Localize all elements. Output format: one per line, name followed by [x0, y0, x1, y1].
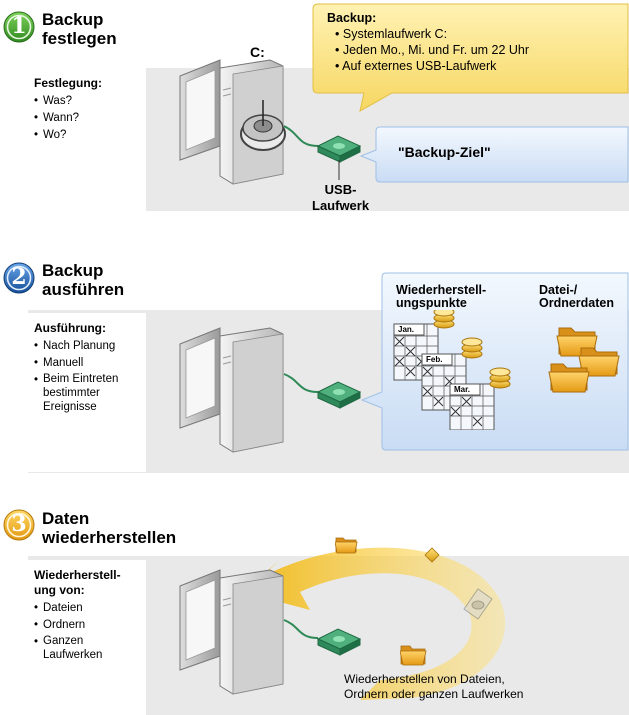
list-item: •Nach Planung	[34, 340, 116, 352]
step1-panel: Festlegung: •Was? •Wann? •Wo?	[28, 68, 146, 211]
list-item: •Wo?	[34, 129, 67, 141]
usb-label-pointer	[338, 160, 340, 180]
step2-panel-title: Ausführung:	[34, 321, 106, 335]
step1-number-badge: 1	[3, 11, 35, 43]
computer-icon	[179, 569, 284, 695]
drive-c-label: C:	[250, 44, 265, 60]
usb-cable	[283, 373, 319, 393]
step1-panel-title: Festlegung:	[34, 76, 102, 90]
list-item: • Systemlaufwerk C:	[335, 27, 448, 41]
list-item: •Dateien	[34, 602, 83, 614]
usb-cable	[283, 125, 319, 147]
usb-drive-label: USB- Laufwerk	[312, 182, 370, 213]
usb-drive-icon	[316, 135, 362, 163]
list-item: • Jeden Mo., Mi. und Fr. um 22 Uhr	[335, 43, 530, 57]
month-label-jan: Jan.	[398, 325, 415, 334]
list-item: •Was?	[34, 95, 72, 107]
month-label-mar: Mar.	[454, 385, 471, 394]
list-item: •Ganzen Laufwerken	[34, 635, 103, 661]
step3-panel-list: •Dateien •Ordnern •Ganzen Laufwerken	[28, 600, 146, 662]
file-data-label: Datei-/ Ordnerdaten	[539, 283, 615, 310]
usb-drive-icon	[316, 381, 362, 409]
restore-caption: Wiederherstellen von Dateien, Ordnern od…	[344, 672, 524, 701]
list-item: •Wann?	[34, 112, 80, 124]
step3-panel-title: Wiederherstell- ung von:	[34, 568, 121, 597]
restore-point-calendars	[393, 310, 511, 430]
floating-folder-icon	[335, 537, 358, 554]
list-item: •Beim Eintreten bestimmter Ereignisse	[34, 373, 119, 413]
step1-title: Backup festlegen	[42, 10, 117, 48]
step2-panel: Ausführung: •Nach Planung •Manuell •Beim…	[28, 313, 146, 472]
floating-folder-icon	[400, 645, 427, 666]
step2-panel-list: •Nach Planung •Manuell •Beim Eintreten b…	[28, 338, 146, 414]
folder-icons	[548, 327, 620, 393]
backup-callout-text: Backup: • Systemlaufwerk C: • Jeden Mo.,…	[327, 10, 529, 74]
floating-disc-icon	[424, 547, 440, 563]
step1-panel-list: •Was? •Wann? •Wo?	[28, 93, 146, 144]
backup-settings-callout	[312, 3, 629, 112]
step2-title: Backup ausführen	[42, 261, 125, 299]
list-item: •Ordnern	[34, 619, 86, 631]
computer-icon	[179, 327, 284, 453]
month-label-feb: Feb.	[426, 355, 443, 364]
restore-points-label: Wiederherstell- ungspunkte	[396, 283, 487, 310]
restore-arrow	[242, 547, 506, 700]
step3-title: Daten wiederherstellen	[42, 509, 177, 547]
usb-cable	[283, 619, 319, 639]
backup-target-label: "Backup-Ziel"	[398, 144, 491, 160]
backup-target-callout	[360, 126, 629, 183]
hard-drive-icon	[240, 100, 286, 151]
step2-number-badge: 2	[3, 262, 35, 294]
usb-drive-icon	[316, 628, 362, 656]
backup-callout-title: Backup:	[327, 11, 377, 25]
step3-panel: Wiederherstell- ung von: •Dateien •Ordne…	[28, 560, 146, 715]
step3-number-badge: 3	[3, 509, 35, 541]
list-item: • Auf externes USB-Laufwerk	[335, 59, 497, 73]
list-item: •Manuell	[34, 357, 84, 369]
floating-drive-icon	[463, 588, 493, 620]
